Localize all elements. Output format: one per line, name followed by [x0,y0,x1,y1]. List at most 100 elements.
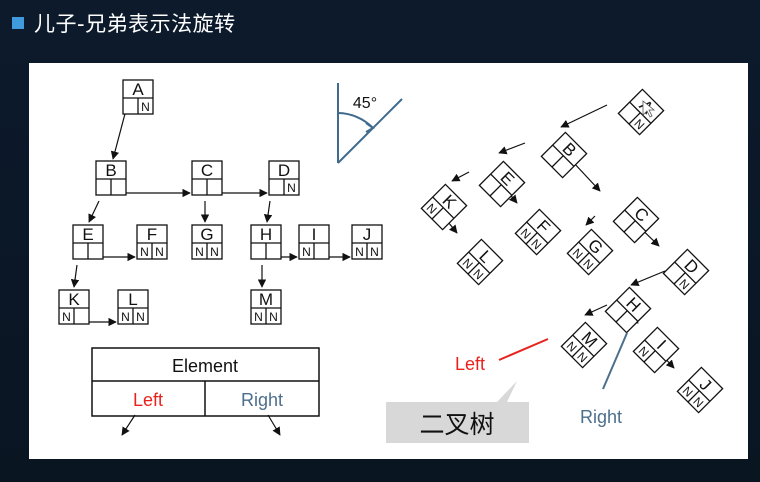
node-h-left: H [250,224,282,260]
node-c-left: C [191,160,223,196]
edge-r-c-g [585,215,596,226]
node-box [136,224,168,260]
node-divider [526,221,549,244]
node-left-field: N [140,245,149,259]
node-left-field: N [355,245,364,259]
node-split [623,220,636,233]
node-label: M [259,290,273,309]
node-right-field: N [370,245,379,259]
node-split [577,252,590,265]
slide-title-text: 儿子-兄弟表示法旋转 [34,12,236,36]
edge-b-e [88,200,100,223]
node-divider [572,334,595,357]
edge-r-e-k [451,171,470,182]
node-label: D [278,161,290,180]
node-split [571,345,584,358]
node-divider [624,209,647,232]
node-a-right: AN [617,88,665,136]
node-right-field: N [269,310,278,324]
node-label: K [68,290,80,309]
left-tree-edges [70,109,351,327]
node-split [628,112,641,125]
node-right-field: N [287,181,296,195]
node-b-left: B [95,160,127,196]
node-m-right: MNN [560,321,608,369]
node-k-left: KN [58,289,90,325]
callout-text: 二叉树 [419,410,494,439]
legend-left-arrow [121,414,136,436]
binary-tree-callout: 二叉树 [386,381,529,443]
node-label: C [201,161,213,180]
node-split [489,184,502,197]
rotated-right-label: Right [580,407,622,427]
node-c-right: C [612,196,660,244]
node-l-right: LNN [456,238,504,286]
node-left-field: N [254,310,263,324]
slide-title: 儿子-兄弟表示法旋转 [8,6,236,40]
node-split [551,155,564,168]
node-label: A [132,80,144,99]
node-k-right: KN [420,183,468,231]
node-a-left: AN [122,79,154,115]
node-d-left: DN [268,160,300,196]
node-divider [616,299,639,322]
edge-r-h-m [584,304,608,316]
node-right-field: N [155,245,164,259]
angle-arc [337,112,374,129]
node-split [615,310,628,323]
rotated-left-pointer [498,338,549,361]
node-divider [552,144,575,167]
angle-label: 45° [353,95,377,112]
node-right-field: N [136,310,145,324]
edge-r-a-b [560,104,608,128]
mouse-cursor-icon [642,100,656,118]
node-left-field: N [121,310,130,324]
angle-indicator [337,83,403,164]
edge-d-h [263,200,273,223]
edge-r-d-h [630,270,666,287]
node-split [687,390,700,403]
node-split [643,350,656,363]
node-i-right: IN [632,326,680,374]
node-e-left: E [72,224,104,260]
legend-box: Element Left Right [91,347,320,436]
node-label: G [200,225,213,244]
node-g-right: GNN [566,228,614,276]
node-e-right: E [478,160,526,208]
legend-right-label: Right [241,390,283,410]
legend-right-arrow [267,414,281,436]
node-left-field: N [62,310,71,324]
node-b-right: B [540,131,588,179]
angle-diagonal-line [337,98,403,164]
node-divider [468,251,491,274]
edge-e-k [70,264,80,288]
node-divider [674,261,697,284]
node-label: J [363,225,372,244]
node-right-field: N [210,245,219,259]
edge-r-b-e [498,142,526,155]
rotated-right-pointer [602,332,628,390]
legend-left-label: Left [133,390,163,410]
node-label: E [82,225,93,244]
node-f-right: FNN [514,208,562,256]
angle-arrow-icon [365,122,375,133]
legend-element-label: Element [172,356,238,376]
node-divider [644,339,667,362]
node-left-field: N [195,245,204,259]
node-label: F [147,225,157,244]
edge-a-b [110,109,127,160]
title-bullet-icon [12,17,24,29]
node-divider [578,241,601,264]
node-j-right: JNN [676,366,724,414]
node-split [673,272,686,285]
rotated-left-label: Left [455,354,485,374]
node-d-right: DN [662,248,710,296]
node-label: I [312,225,317,244]
node-left-field: N [302,245,311,259]
node-divider [688,379,711,402]
